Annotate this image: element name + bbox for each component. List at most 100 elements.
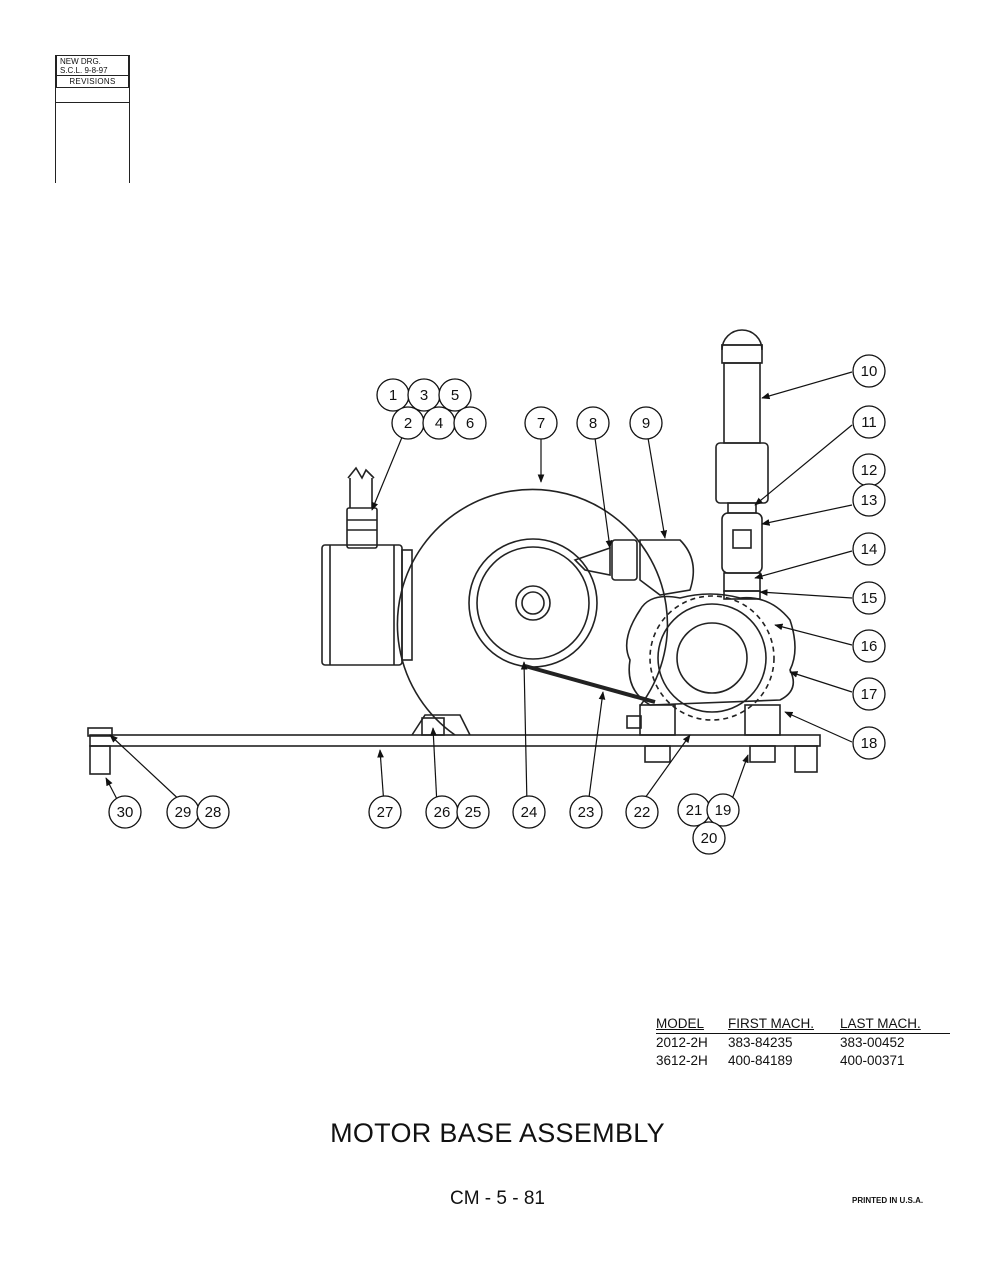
balloon-26-label: 26 [434,804,451,821]
balloon-18: 18 [852,726,886,760]
page-number: CM - 5 - 81 [449,1188,546,1209]
leader-lines [105,371,853,806]
balloon-15: 15 [852,581,886,615]
balloon-27-label: 27 [377,804,394,821]
cell-first-mach: 383-84235 [728,1035,793,1050]
balloon-13: 13 [852,483,886,517]
balloon-19-label: 19 [715,802,732,819]
cell-last-mach: 383-00452 [840,1035,905,1050]
balloon-29-label: 29 [175,804,192,821]
balloon-10: 10 [852,354,886,388]
table-row: 2012-2H 383-84235 383-00452 [656,1034,950,1052]
balloon-5: 5 [438,378,472,412]
balloon-8-label: 8 [589,415,597,432]
balloon-21: 21 [677,793,711,827]
balloon-16-label: 16 [861,638,878,655]
revision-line-1: NEW DRG. [60,57,101,66]
balloon-25: 25 [456,795,490,829]
motor-foot [411,714,471,736]
cell-first-mach: 400-84189 [728,1053,793,1068]
valve-spring-housing [715,442,769,504]
conduit-fitting [346,507,378,549]
pump-mount-right [744,704,781,736]
balloon-29: 29 [166,795,200,829]
revision-gap [56,88,129,103]
right-foot [794,745,818,773]
balloon-30-label: 30 [117,804,134,821]
pump-mount-left [639,704,676,736]
balloon-17: 17 [852,677,886,711]
header-last-mach: LAST MACH. [840,1016,921,1031]
balloon-9: 9 [629,406,663,440]
model-table: MODEL FIRST MACH. LAST MACH. 2012-2H 383… [656,1015,950,1070]
cell-model: 3612-2H [656,1053,708,1068]
balloon-7-label: 7 [537,415,545,432]
belt [524,664,656,704]
balloon-20-label: 20 [701,830,718,847]
bolt-nut-right [749,745,776,763]
balloon-11: 11 [852,405,886,439]
balloon-23-label: 23 [578,804,595,821]
printed-in-usa: PRINTED IN U.S.A. [852,1196,924,1205]
balloon-6-label: 6 [466,415,474,432]
balloon-3-label: 3 [420,387,428,404]
pump-inlet-elbow [639,539,695,596]
balloon-1-label: 1 [389,387,397,404]
balloon-10-label: 10 [861,363,878,380]
pump-cover [657,603,767,713]
motor-housing [396,488,669,736]
balloon-26: 26 [425,795,459,829]
balloon-22-label: 22 [634,804,651,821]
pulley-hub [515,585,551,621]
left-foot [89,745,111,775]
pump-body [625,593,796,706]
balloon-2: 2 [391,406,425,440]
balloon-12-label: 12 [861,462,878,479]
balloon-27: 27 [368,795,402,829]
balloon-28-label: 28 [205,804,222,821]
balloon-3: 3 [407,378,441,412]
valve-nut [721,344,763,364]
balloon-18-label: 18 [861,735,878,752]
revisions-label: REVISIONS [56,75,129,88]
motor-end-bell [321,544,403,666]
drawing-title: MOTOR BASE ASSEMBLY [330,1118,665,1148]
balloon-21-label: 21 [686,802,703,819]
balloon-24: 24 [512,795,546,829]
balloon-30: 30 [108,795,142,829]
balloon-13-label: 13 [861,492,878,509]
balloon-9-label: 9 [642,415,650,432]
balloon-5-label: 5 [451,387,459,404]
balloon-14: 14 [852,532,886,566]
balloon-1: 1 [376,378,410,412]
balloon-28: 28 [196,795,230,829]
revision-line-2: S.C.L. 9-8-97 [60,66,108,75]
left-foot-bolt [87,727,113,737]
motor-pump-assembly [87,329,821,775]
header-first-mach: FIRST MACH. [728,1016,815,1031]
valve-cap [721,329,763,351]
hose-barb [573,546,611,576]
base-plate [89,734,821,747]
revision-header: NEW DRG. S.C.L. 9-8-97 [56,55,129,75]
cell-last-mach: 400-00371 [840,1053,905,1068]
bolt-nut-left [644,745,671,763]
balloon-8: 8 [576,406,610,440]
balloon-4-label: 4 [435,415,443,432]
square-plug [732,529,752,549]
balloon-6: 6 [453,406,487,440]
balloon-12: 12 [852,453,886,487]
revision-block: NEW DRG. S.C.L. 9-8-97 REVISIONS [55,55,130,183]
valve-nipple-11 [727,502,757,514]
balloon-25-label: 25 [465,804,482,821]
balloon-11-label: 11 [861,414,877,431]
balloon-4: 4 [422,406,456,440]
balloon-17-label: 17 [861,686,878,703]
cell-model: 2012-2H [656,1035,708,1050]
header-model: MODEL [656,1016,705,1031]
balloon-24-label: 24 [521,804,538,821]
balloon-14-label: 14 [861,541,878,558]
balloon-16: 16 [852,629,886,663]
valve-nipple-14 [723,572,761,592]
